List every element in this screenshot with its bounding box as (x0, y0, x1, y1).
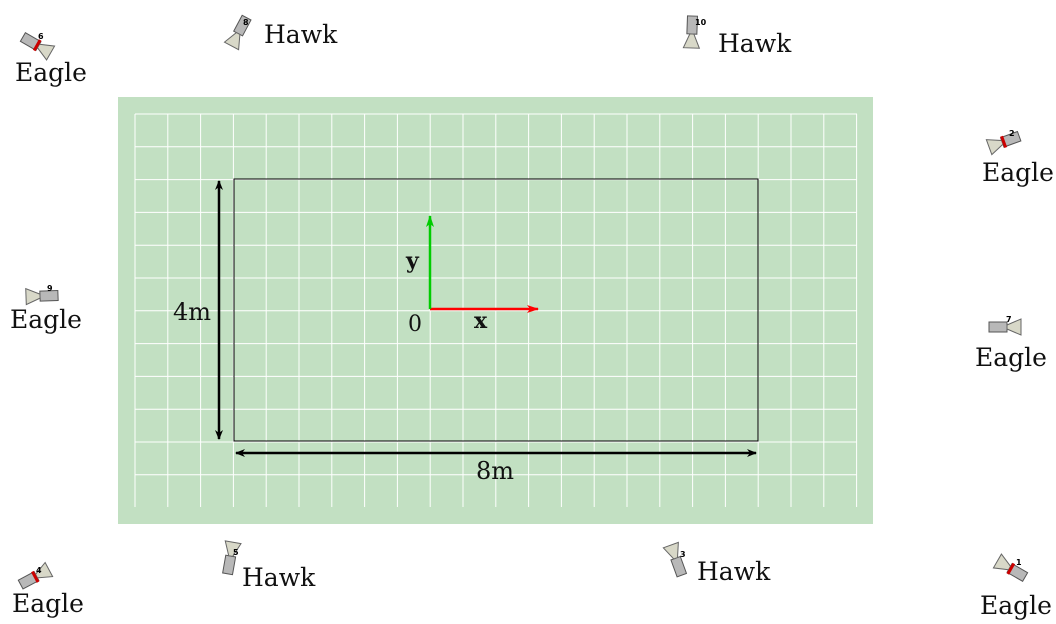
camera-10-icon (682, 15, 701, 49)
camera-9-icon (25, 287, 59, 306)
camera-body (222, 554, 237, 576)
camera-marker (1006, 562, 1016, 575)
origin-label: 0 (408, 312, 422, 337)
camera-7-model-label: Eagle (975, 343, 1047, 372)
y-axis-label: y (405, 248, 420, 274)
camera-3-icon (662, 541, 688, 578)
camera-5-number: 5 (233, 548, 239, 557)
camera-8-number: 8 (243, 18, 249, 27)
width-dimension-label: 8m (476, 457, 514, 485)
camera-7-number: 7 (1006, 315, 1012, 324)
camera-lens (682, 33, 701, 49)
camera-body (988, 321, 1008, 333)
camera-2-model-label: Eagle (982, 158, 1054, 187)
camera-marker (31, 570, 40, 583)
camera-lens (662, 541, 679, 560)
camera-body (670, 555, 688, 578)
camera-1-model-label: Eagle (980, 591, 1052, 620)
camera-10-number: 10 (695, 18, 707, 27)
camera-2-number: 2 (1009, 129, 1015, 138)
height-dimension-label: 4m (173, 298, 211, 326)
camera-lens (224, 540, 242, 557)
camera-lens (223, 31, 241, 51)
camera-4-model-label: Eagle (12, 589, 84, 618)
capture-volume-boundary (233, 178, 759, 442)
camera-1-number: 1 (1016, 558, 1022, 567)
camera-6-number: 6 (38, 32, 44, 41)
camera-lens (25, 287, 41, 306)
camera-1-icon (992, 553, 1029, 583)
camera-marker (32, 39, 42, 52)
camera-10-model-label: Hawk (718, 29, 792, 58)
camera-lens (1006, 318, 1022, 336)
camera-lens (992, 553, 1012, 571)
camera-9-model-label: Eagle (10, 305, 82, 334)
camera-4-number: 4 (36, 566, 42, 575)
camera-8-icon (223, 14, 252, 51)
camera-group: 1Eagle2Eagle3Hawk4Eagle5Hawk6Eagle7Eagle… (10, 14, 1054, 620)
camera-8-model-label: Hawk (264, 20, 338, 49)
camera-4-icon (17, 561, 54, 590)
camera-7-icon (988, 318, 1022, 336)
camera-3-number: 3 (680, 550, 686, 559)
camera-2-icon (985, 130, 1022, 156)
camera-5-model-label: Hawk (242, 563, 316, 592)
camera-6-model-label: Eagle (15, 58, 87, 87)
camera-marker (1000, 135, 1008, 149)
camera-5-icon (222, 540, 242, 576)
camera-9-number: 9 (47, 284, 53, 293)
camera-6-icon (19, 31, 56, 61)
camera-3-model-label: Hawk (697, 557, 771, 586)
x-axis-label: x (474, 308, 488, 334)
